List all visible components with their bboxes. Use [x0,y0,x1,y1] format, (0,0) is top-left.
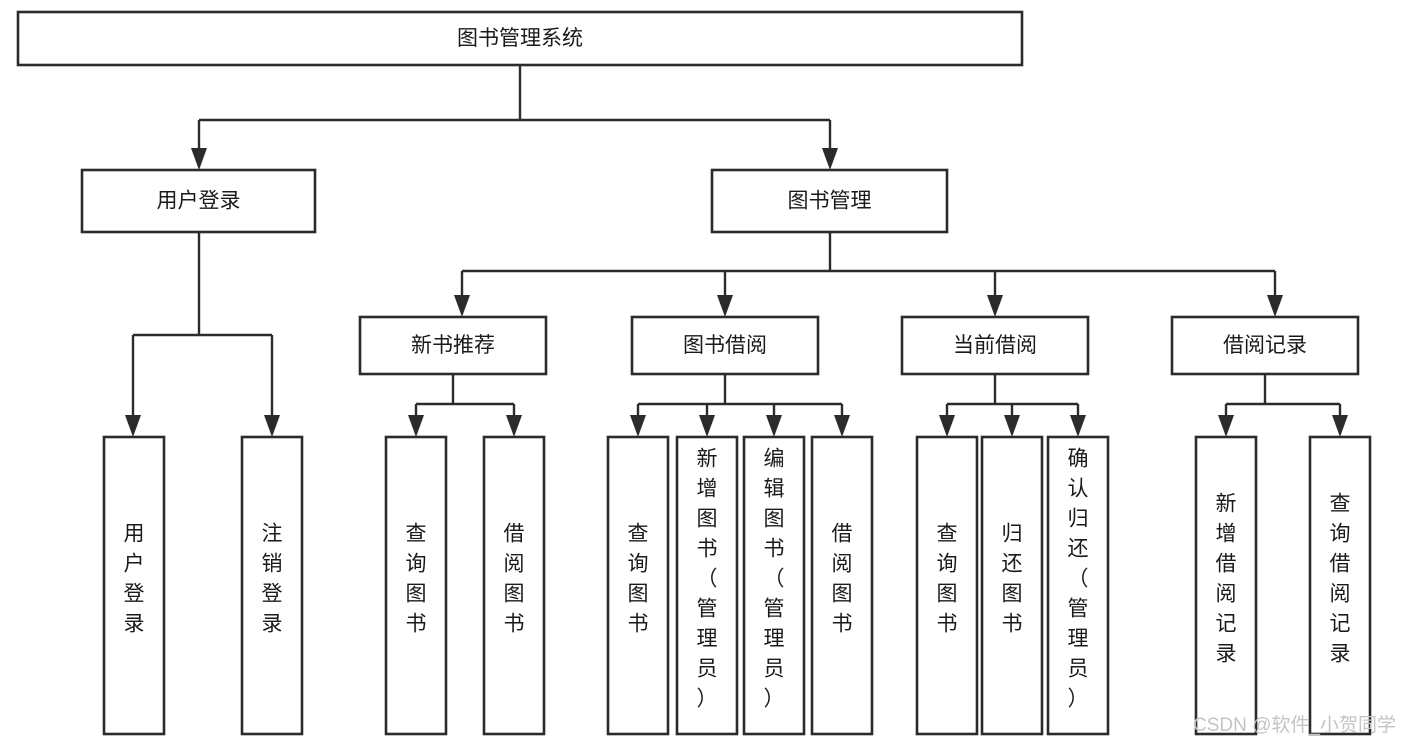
arrow-head-icon [506,415,522,437]
node-box[interactable] [240,435,304,736]
node-label: 确认归还（管理员） [1068,448,1089,711]
connector-currentborrow-to-leaves [939,374,1086,437]
node-label: 新增借阅记录 [1216,493,1237,666]
connector-userlogin-to-leaves [125,232,280,437]
csdn-watermark: CSDN @软件_小贺同学 [1193,714,1396,736]
arrow-head-icon [1070,415,1086,437]
node-box[interactable] [1046,435,1110,736]
node-book-borrow[interactable]: 图书借阅 [630,315,820,376]
node-label: 编辑图书（管理员） [764,448,785,711]
node-leaf-confirm-return[interactable]: 确认归还（管理员） [1046,435,1110,736]
node-box[interactable] [1308,435,1372,736]
node-label: 查询借阅记录 [1330,493,1351,666]
node-label: 查询图书 [628,523,649,636]
node-label: 图书借阅 [683,334,767,357]
connector-bookborrow-to-leaves [630,374,850,437]
node-box[interactable] [1170,315,1360,376]
node-label: 归还图书 [1002,523,1023,636]
connector-borrowrecord-to-leaves [1218,374,1348,437]
node-current-borrow[interactable]: 当前借阅 [900,315,1090,376]
node-book-manage[interactable]: 图书管理 [710,168,949,234]
arrow-head-icon [264,415,280,437]
node-user-login[interactable]: 用户登录 [80,168,317,234]
node-box[interactable] [980,435,1044,736]
node-leaf-borrow-book-bb[interactable]: 借阅图书 [810,435,874,736]
node-leaf-query-book-rec[interactable]: 查询图书 [384,435,448,736]
node-box[interactable] [80,168,317,234]
arrow-head-icon [939,415,955,437]
node-layer: 图书管理系统用户登录图书管理新书推荐图书借阅当前借阅借阅记录用户登录注销登录查询… [16,10,1372,736]
arrow-head-icon [1332,415,1348,437]
node-box[interactable] [710,168,949,234]
node-box[interactable] [630,315,820,376]
arrow-head-icon [987,295,1003,317]
node-label: 借阅图书 [504,523,525,636]
node-leaf-query-record[interactable]: 查询借阅记录 [1308,435,1372,736]
arrow-head-icon [834,415,850,437]
arrow-head-icon [699,415,715,437]
node-borrow-record[interactable]: 借阅记录 [1170,315,1360,376]
arrow-head-icon [630,415,646,437]
arrow-head-icon [1004,415,1020,437]
node-label: 借阅记录 [1223,334,1307,357]
node-box[interactable] [1194,435,1258,736]
node-box[interactable] [102,435,166,736]
arrow-head-icon [822,148,838,170]
node-leaf-query-book-bb[interactable]: 查询图书 [606,435,670,736]
node-leaf-query-book-cb[interactable]: 查询图书 [915,435,979,736]
arrow-head-icon [717,295,733,317]
node-label: 图书管理 [788,190,872,213]
node-box[interactable] [482,435,546,736]
arrow-head-icon [125,415,141,437]
node-box[interactable] [16,10,1024,67]
node-leaf-add-record[interactable]: 新增借阅记录 [1194,435,1258,736]
node-box[interactable] [358,315,548,376]
node-label: 用户登录 [124,523,145,636]
node-leaf-return-book[interactable]: 归还图书 [980,435,1044,736]
arrow-head-icon [454,295,470,317]
node-root-图书管理系统[interactable]: 图书管理系统 [16,10,1024,67]
connector-root-to-l2 [191,65,838,170]
arrow-head-icon [766,415,782,437]
arrow-head-icon [191,148,207,170]
node-label: 查询图书 [937,523,958,636]
connector-newbookrec-to-leaves [408,374,522,437]
arrow-head-icon [1267,295,1283,317]
node-label: 用户登录 [157,190,241,213]
node-box[interactable] [900,315,1090,376]
connector-bookmanage-to-l3 [454,232,1283,317]
node-label: 查询图书 [406,523,427,636]
node-box[interactable] [675,435,739,736]
node-leaf-borrow-book-rec[interactable]: 借阅图书 [482,435,546,736]
node-box[interactable] [606,435,670,736]
arrow-head-icon [1218,415,1234,437]
node-label: 新增图书（管理员） [697,448,718,711]
node-leaf-edit-book[interactable]: 编辑图书（管理员） [742,435,806,736]
node-label: 借阅图书 [832,523,853,636]
node-label: 新书推荐 [411,334,495,357]
node-new-book-rec[interactable]: 新书推荐 [358,315,548,376]
node-leaf-user-login[interactable]: 用户登录 [102,435,166,736]
node-box[interactable] [384,435,448,736]
node-label: 注销登录 [262,523,283,636]
node-box[interactable] [915,435,979,736]
arrow-head-icon [408,415,424,437]
node-label: 当前借阅 [953,334,1037,357]
node-leaf-add-book[interactable]: 新增图书（管理员） [675,435,739,736]
node-box[interactable] [810,435,874,736]
node-label: 图书管理系统 [457,27,583,50]
node-box[interactable] [742,435,806,736]
node-leaf-logout[interactable]: 注销登录 [240,435,304,736]
connector-layer [125,65,1348,437]
